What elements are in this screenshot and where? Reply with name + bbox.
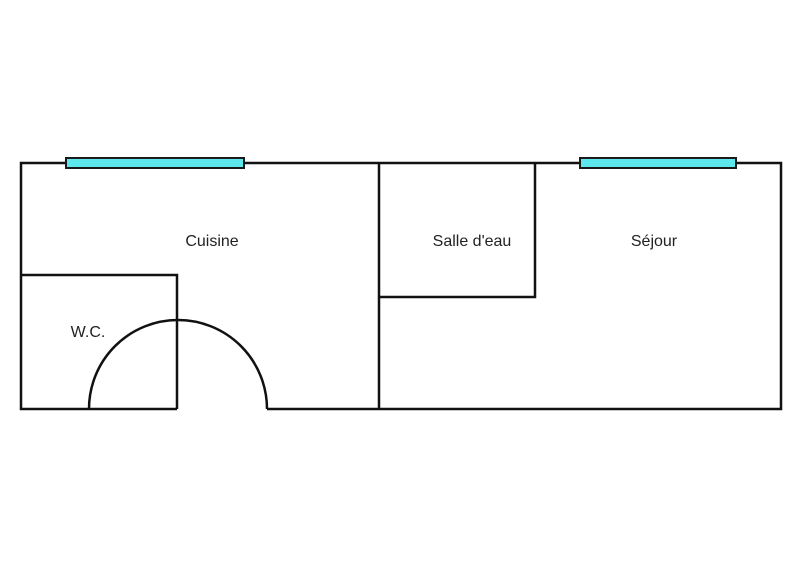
room-label-cuisine: Cuisine — [185, 233, 238, 250]
room-label-wc: W.C. — [71, 324, 106, 341]
window-sejour — [579, 157, 737, 169]
salle-deau-walls — [379, 163, 537, 299]
wc-walls — [21, 273, 179, 409]
door-swing-arc — [87, 318, 269, 410]
window-cuisine — [65, 157, 245, 169]
room-label-salle-deau: Salle d'eau — [433, 233, 512, 250]
room-label-sejour: Séjour — [631, 233, 678, 250]
outer-wall — [19, 161, 783, 411]
